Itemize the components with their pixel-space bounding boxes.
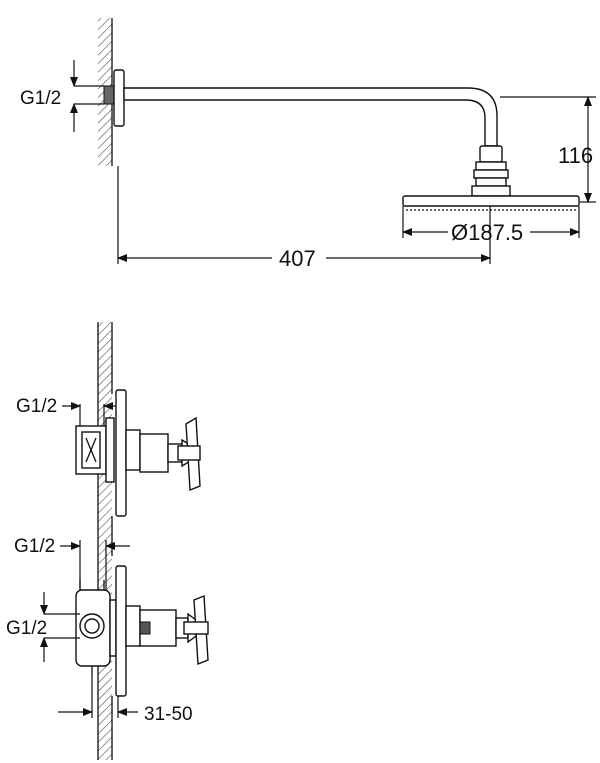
lower-inlet-label: G1/2 [6, 618, 47, 639]
wall-section-bottom [97, 322, 113, 760]
wall-depth-label: 31-50 [144, 704, 193, 725]
shower-arm [123, 87, 498, 147]
lower-inlet-dimension: G1/2 [6, 592, 80, 662]
swivel-connector [471, 145, 511, 197]
wall-depth-dimension: 31-50 [58, 676, 193, 725]
upper-inlet-label: G1/2 [16, 396, 57, 417]
concealed-valve-view: G1/2 G1/2 [6, 322, 209, 760]
head-diameter-label: Ø187.5 [451, 220, 523, 245]
arm-length-label: 407 [279, 246, 316, 271]
middle-inlet-label: G1/2 [14, 536, 55, 557]
upper-diverter-valve [75, 389, 201, 517]
arm-height-label: 116 [558, 143, 593, 168]
head-diameter-dimension: Ø187.5 [402, 206, 580, 245]
wall-flange [113, 69, 125, 127]
arm-length-dimension: 407 [117, 166, 491, 271]
shower-arm-view: G1/2 116 Ø187.5 407 [20, 18, 596, 271]
threaded-inlet-stub [103, 85, 115, 105]
arm-height-dimension: 116 [500, 96, 596, 203]
upper-inlet-dimension: G1/2 [16, 396, 116, 426]
thermostatic-valve-body [75, 565, 209, 697]
shower-head [402, 195, 580, 211]
middle-inlet-dimension: G1/2 [14, 536, 130, 590]
inlet-thread-label-top: G1/2 [20, 88, 61, 109]
inlet-thread-dimension-top: G1/2 [20, 60, 104, 132]
